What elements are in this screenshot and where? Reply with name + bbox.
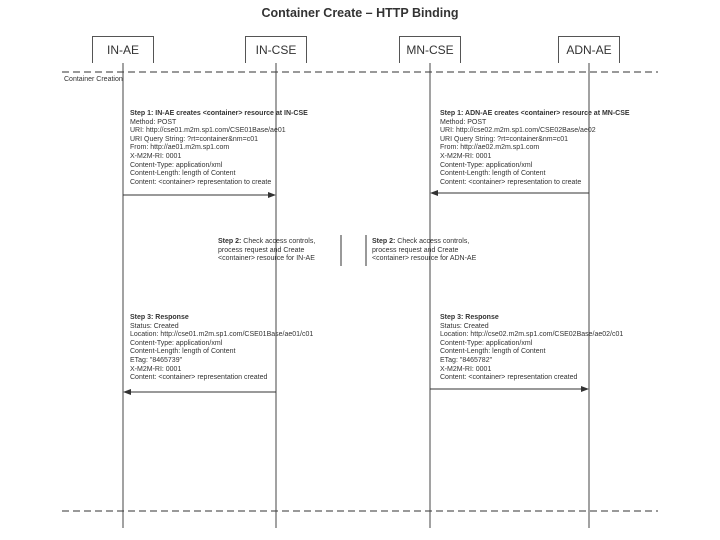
message-line: <container> resource for ADN-AE	[372, 255, 477, 263]
arrowhead-step3-right	[581, 386, 589, 392]
message-line: URI Query String: ?rt=container&nm=c01	[130, 135, 259, 143]
message-line: process request and Create	[372, 246, 459, 254]
message-line: Method: POST	[440, 118, 487, 126]
message-line: Content-Length: length of Content	[130, 348, 236, 356]
response-step3-mn-cse: Step 3: Response Status: Created Locatio…	[440, 314, 623, 383]
processing-step2-mn-cse: Step 2: Check access controls, process r…	[372, 238, 476, 264]
message-line: Content: <container> representation crea…	[440, 374, 578, 382]
message-line: Location: http://cse01.m2m.sp1.com/CSE01…	[130, 331, 314, 339]
message-line: X-M2M-RI: 0001	[130, 152, 182, 160]
arrowhead-step1-left	[268, 192, 276, 198]
message-line: From: http://ae02.m2m.sp1.com	[440, 144, 540, 152]
message-line: X-M2M-RI: 0001	[130, 365, 182, 373]
message-line: Content-Type: application/xml	[130, 339, 223, 347]
message-line: Content-Length: length of Content	[130, 170, 236, 178]
message-line: X-M2M-RI: 0001	[440, 365, 492, 373]
message-heading: Step 3: Response	[130, 314, 189, 321]
arrowhead-step1-right	[430, 190, 438, 196]
response-step3-in-cse: Step 3: Response Status: Created Locatio…	[130, 314, 313, 383]
message-line: Status: Created	[130, 322, 179, 330]
message-line: Content-Length: length of Content	[440, 348, 546, 356]
message-line: ETag: "8465782"	[440, 356, 493, 364]
message-line: Content: <container> representation to c…	[440, 178, 582, 186]
actor-in-cse: IN-CSE	[245, 36, 307, 63]
message-heading: Step 2:	[372, 238, 396, 245]
message-step1-adn-ae: Step 1: ADN-AE creates <container> resou…	[440, 110, 630, 187]
message-line: X-M2M-RI: 0001	[440, 152, 492, 160]
message-step1-in-ae: Step 1: IN-AE creates <container> resour…	[130, 110, 308, 187]
message-line: Content-Length: length of Content	[440, 170, 546, 178]
message-line: process request and Create	[218, 246, 305, 254]
message-line: Content-Type: application/xml	[440, 161, 533, 169]
actor-label: ADN-AE	[566, 43, 612, 57]
message-line: URI Query String: ?rt=container&nm=c01	[440, 135, 569, 143]
message-line: From: http://ae01.m2m.sp1.com	[130, 144, 230, 152]
message-heading: Step 2:	[218, 238, 242, 245]
actor-mn-cse: MN-CSE	[399, 36, 461, 63]
message-line: Status: Created	[440, 322, 489, 330]
message-heading: Step 1: ADN-AE creates <container> resou…	[440, 110, 630, 117]
message-heading: Step 3: Response	[440, 314, 499, 321]
message-heading: Step 1: IN-AE creates <container> resour…	[130, 110, 308, 117]
actor-adn-ae: ADN-AE	[558, 36, 620, 63]
message-line: Check access controls,	[243, 238, 316, 245]
actor-label: MN-CSE	[406, 43, 454, 57]
processing-step2-in-cse: Step 2: Check access controls, process r…	[218, 238, 315, 264]
arrowhead-step3-left	[123, 389, 131, 395]
actor-in-ae: IN-AE	[92, 36, 154, 63]
message-line: URI: http://cse02.m2m.sp1.com/CSE02Base/…	[440, 127, 596, 135]
message-line: Method: POST	[130, 118, 177, 126]
actor-label: IN-AE	[106, 43, 139, 57]
message-line: Check access controls,	[397, 238, 470, 245]
message-line: Content-Type: application/xml	[440, 339, 533, 347]
actor-label: IN-CSE	[255, 43, 297, 57]
message-line: <container> resource for IN-AE	[218, 255, 315, 263]
section-label: Container Creation	[64, 76, 123, 83]
message-line: Content: <container> representation to c…	[130, 178, 272, 186]
message-line: Content-Type: application/xml	[130, 161, 223, 169]
diagram-title: Container Create – HTTP Binding	[261, 6, 459, 20]
message-line: Location: http://cse02.m2m.sp1.com/CSE02…	[440, 331, 624, 339]
message-line: URI: http://cse01.m2m.sp1.com/CSE01Base/…	[130, 127, 286, 135]
message-line: Content: <container> representation crea…	[130, 374, 268, 382]
message-line: ETag: "8465739"	[130, 356, 183, 364]
